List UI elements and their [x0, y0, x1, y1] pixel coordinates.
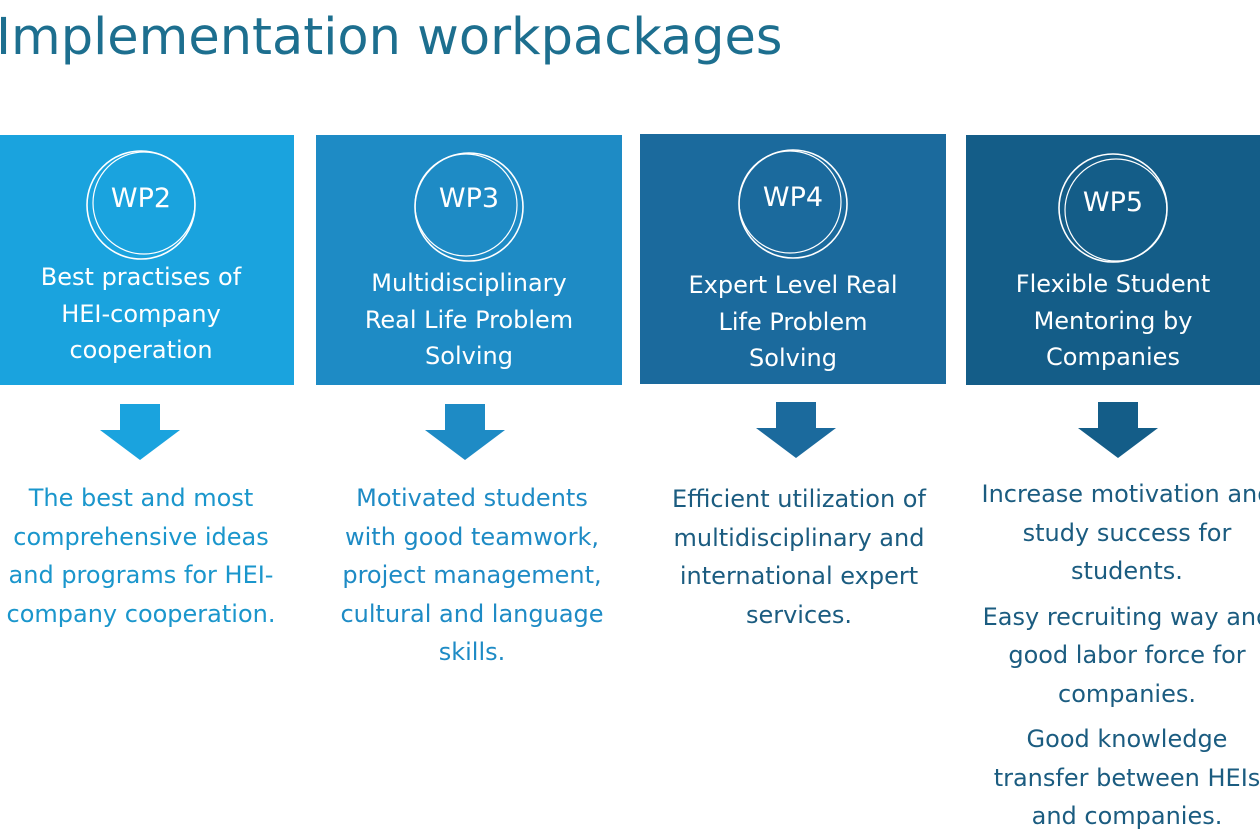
wp4-title-line: Solving: [749, 344, 837, 372]
page-title: Implementation workpackages: [0, 8, 783, 67]
outcome-line: Increase motivation and: [981, 480, 1260, 508]
outcome-paragraph: The best and most comprehensive ideas an…: [0, 479, 294, 633]
outcome-paragraph: Easy recruiting way and good labor force…: [966, 598, 1260, 714]
outcome-line: Easy recruiting way and: [982, 602, 1260, 631]
arrow-down-icon: [425, 404, 505, 460]
outcome-line: cultural and language: [340, 599, 604, 628]
wp5-code: WP5: [1082, 187, 1144, 218]
wp3-title-line: Multidisciplinary: [371, 269, 567, 297]
wp2-title: Best practises of HEI-company cooperatio…: [0, 259, 284, 369]
wp4-rings: [640, 144, 946, 264]
wp3-code: WP3: [438, 183, 500, 214]
outcome-line: multidisciplinary and: [673, 523, 925, 552]
outcome-line: good labor force for: [1008, 641, 1246, 669]
arrow-down-icon: [100, 404, 180, 460]
outcome-line: companies.: [1058, 679, 1196, 708]
outcome-paragraph: Efficient utilization of multidisciplina…: [646, 480, 952, 634]
outcome-line: Good knowledge: [1026, 725, 1228, 753]
arrow-down-icon: [756, 402, 836, 458]
outcome-paragraph: Motivated students with good teamwork, p…: [316, 479, 628, 672]
wp4-box: WP4 Expert Level Real Life Problem Solvi…: [640, 134, 946, 384]
outcome-line: services.: [745, 600, 853, 629]
wp3-title: Multidisciplinary Real Life Problem Solv…: [326, 265, 612, 375]
wp3-outcome: Motivated students with good teamwork, p…: [316, 479, 628, 672]
wp5-rings: [953, 148, 1260, 268]
wp5-title: Flexible Student Mentoring by Companies: [963, 266, 1260, 376]
wp5-box: WP5 Flexible Student Mentoring by Compan…: [966, 135, 1260, 385]
outcome-line: company cooperation.: [6, 599, 276, 628]
wp5-title-line: Flexible Student: [1015, 270, 1211, 298]
outcome-line: The best and most: [28, 484, 254, 512]
wp2-title-line: cooperation: [69, 336, 213, 364]
outcome-paragraph: Increase motivation and study success fo…: [966, 475, 1260, 591]
wp5-outcome: Increase motivation and study success fo…: [966, 475, 1260, 836]
outcome-line: and programs for HEI-: [8, 561, 274, 589]
outcome-line: students.: [1071, 557, 1183, 585]
wp2-box: WP2 Best practises of HEI-company cooper…: [0, 135, 294, 385]
outcome-line: Efficient utilization of: [672, 485, 926, 513]
wp2-rings: [0, 145, 294, 265]
wp2-title-line: HEI-company: [61, 299, 221, 328]
outcome-paragraph: Good knowledge transfer between HEIs and…: [966, 720, 1260, 836]
outcome-line: with good teamwork,: [345, 522, 599, 551]
wp4-title-line: Expert Level Real: [688, 271, 898, 299]
wp3-box: WP3 Multidisciplinary Real Life Problem …: [316, 135, 622, 385]
outcome-line: Motivated students: [356, 484, 588, 512]
wp2-outcome: The best and most comprehensive ideas an…: [0, 479, 294, 633]
arrow-down-icon: [1078, 402, 1158, 458]
outcome-line: transfer between HEIs: [993, 763, 1260, 792]
outcome-line: project management,: [342, 561, 602, 589]
wp2-code: WP2: [110, 183, 172, 214]
wp3-title-line: Real Life Problem: [364, 305, 574, 334]
wp5-title-line: Mentoring by: [1033, 306, 1193, 335]
wp5-title-line: Companies: [1046, 343, 1180, 371]
outcome-line: international expert: [679, 562, 919, 590]
outcome-line: and companies.: [1031, 802, 1223, 830]
outcome-line: skills.: [438, 638, 506, 666]
wp2-title-line: Best practises of: [40, 263, 242, 291]
wp4-title-line: Life Problem: [718, 307, 868, 336]
outcome-line: study success for: [1022, 518, 1232, 547]
wp3-title-line: Solving: [425, 342, 513, 370]
wp4-title: Expert Level Real Life Problem Solving: [650, 267, 936, 377]
wp4-outcome: Efficient utilization of multidisciplina…: [646, 480, 952, 634]
wp3-rings: [316, 145, 622, 265]
outcome-line: comprehensive ideas: [13, 522, 269, 551]
wp4-code: WP4: [762, 182, 824, 213]
